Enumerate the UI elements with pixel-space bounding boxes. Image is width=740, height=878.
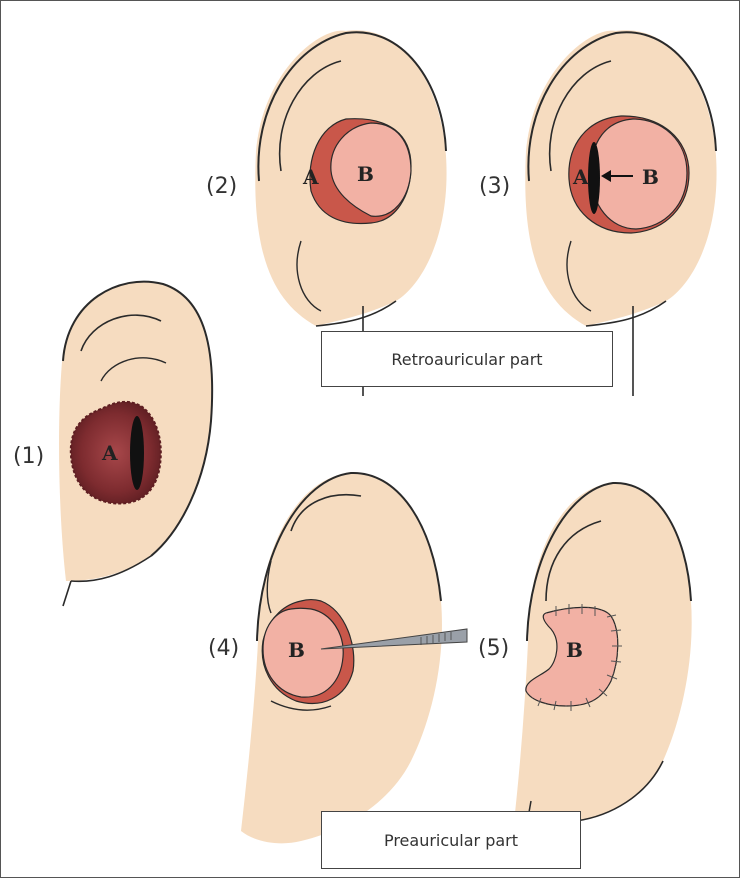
region-label-b-4: B <box>288 638 305 662</box>
region-label-b-5: B <box>566 638 583 662</box>
step-label-3: (3) <box>479 174 510 199</box>
step-label-1: (1) <box>13 444 44 469</box>
region-label-a-2: A <box>302 165 319 189</box>
panel-3-ear <box>525 30 717 396</box>
region-label-a-3: A <box>572 165 589 189</box>
panel-5-ear <box>513 481 692 847</box>
step-label-2: (2) <box>206 174 237 199</box>
region-label-b-2: B <box>357 162 374 186</box>
region-label-b-3: B <box>642 165 659 189</box>
step-label-4: (4) <box>208 636 239 661</box>
panel-2-ear <box>255 30 447 396</box>
panel-4-ear <box>241 471 468 844</box>
region-label-a-1: A <box>101 441 118 465</box>
preauricular-caption: Preauricular part <box>321 811 581 869</box>
step-label-5: (5) <box>478 636 509 661</box>
panel-1-ear <box>59 280 214 607</box>
retroauricular-caption: Retroauricular part <box>321 331 613 387</box>
